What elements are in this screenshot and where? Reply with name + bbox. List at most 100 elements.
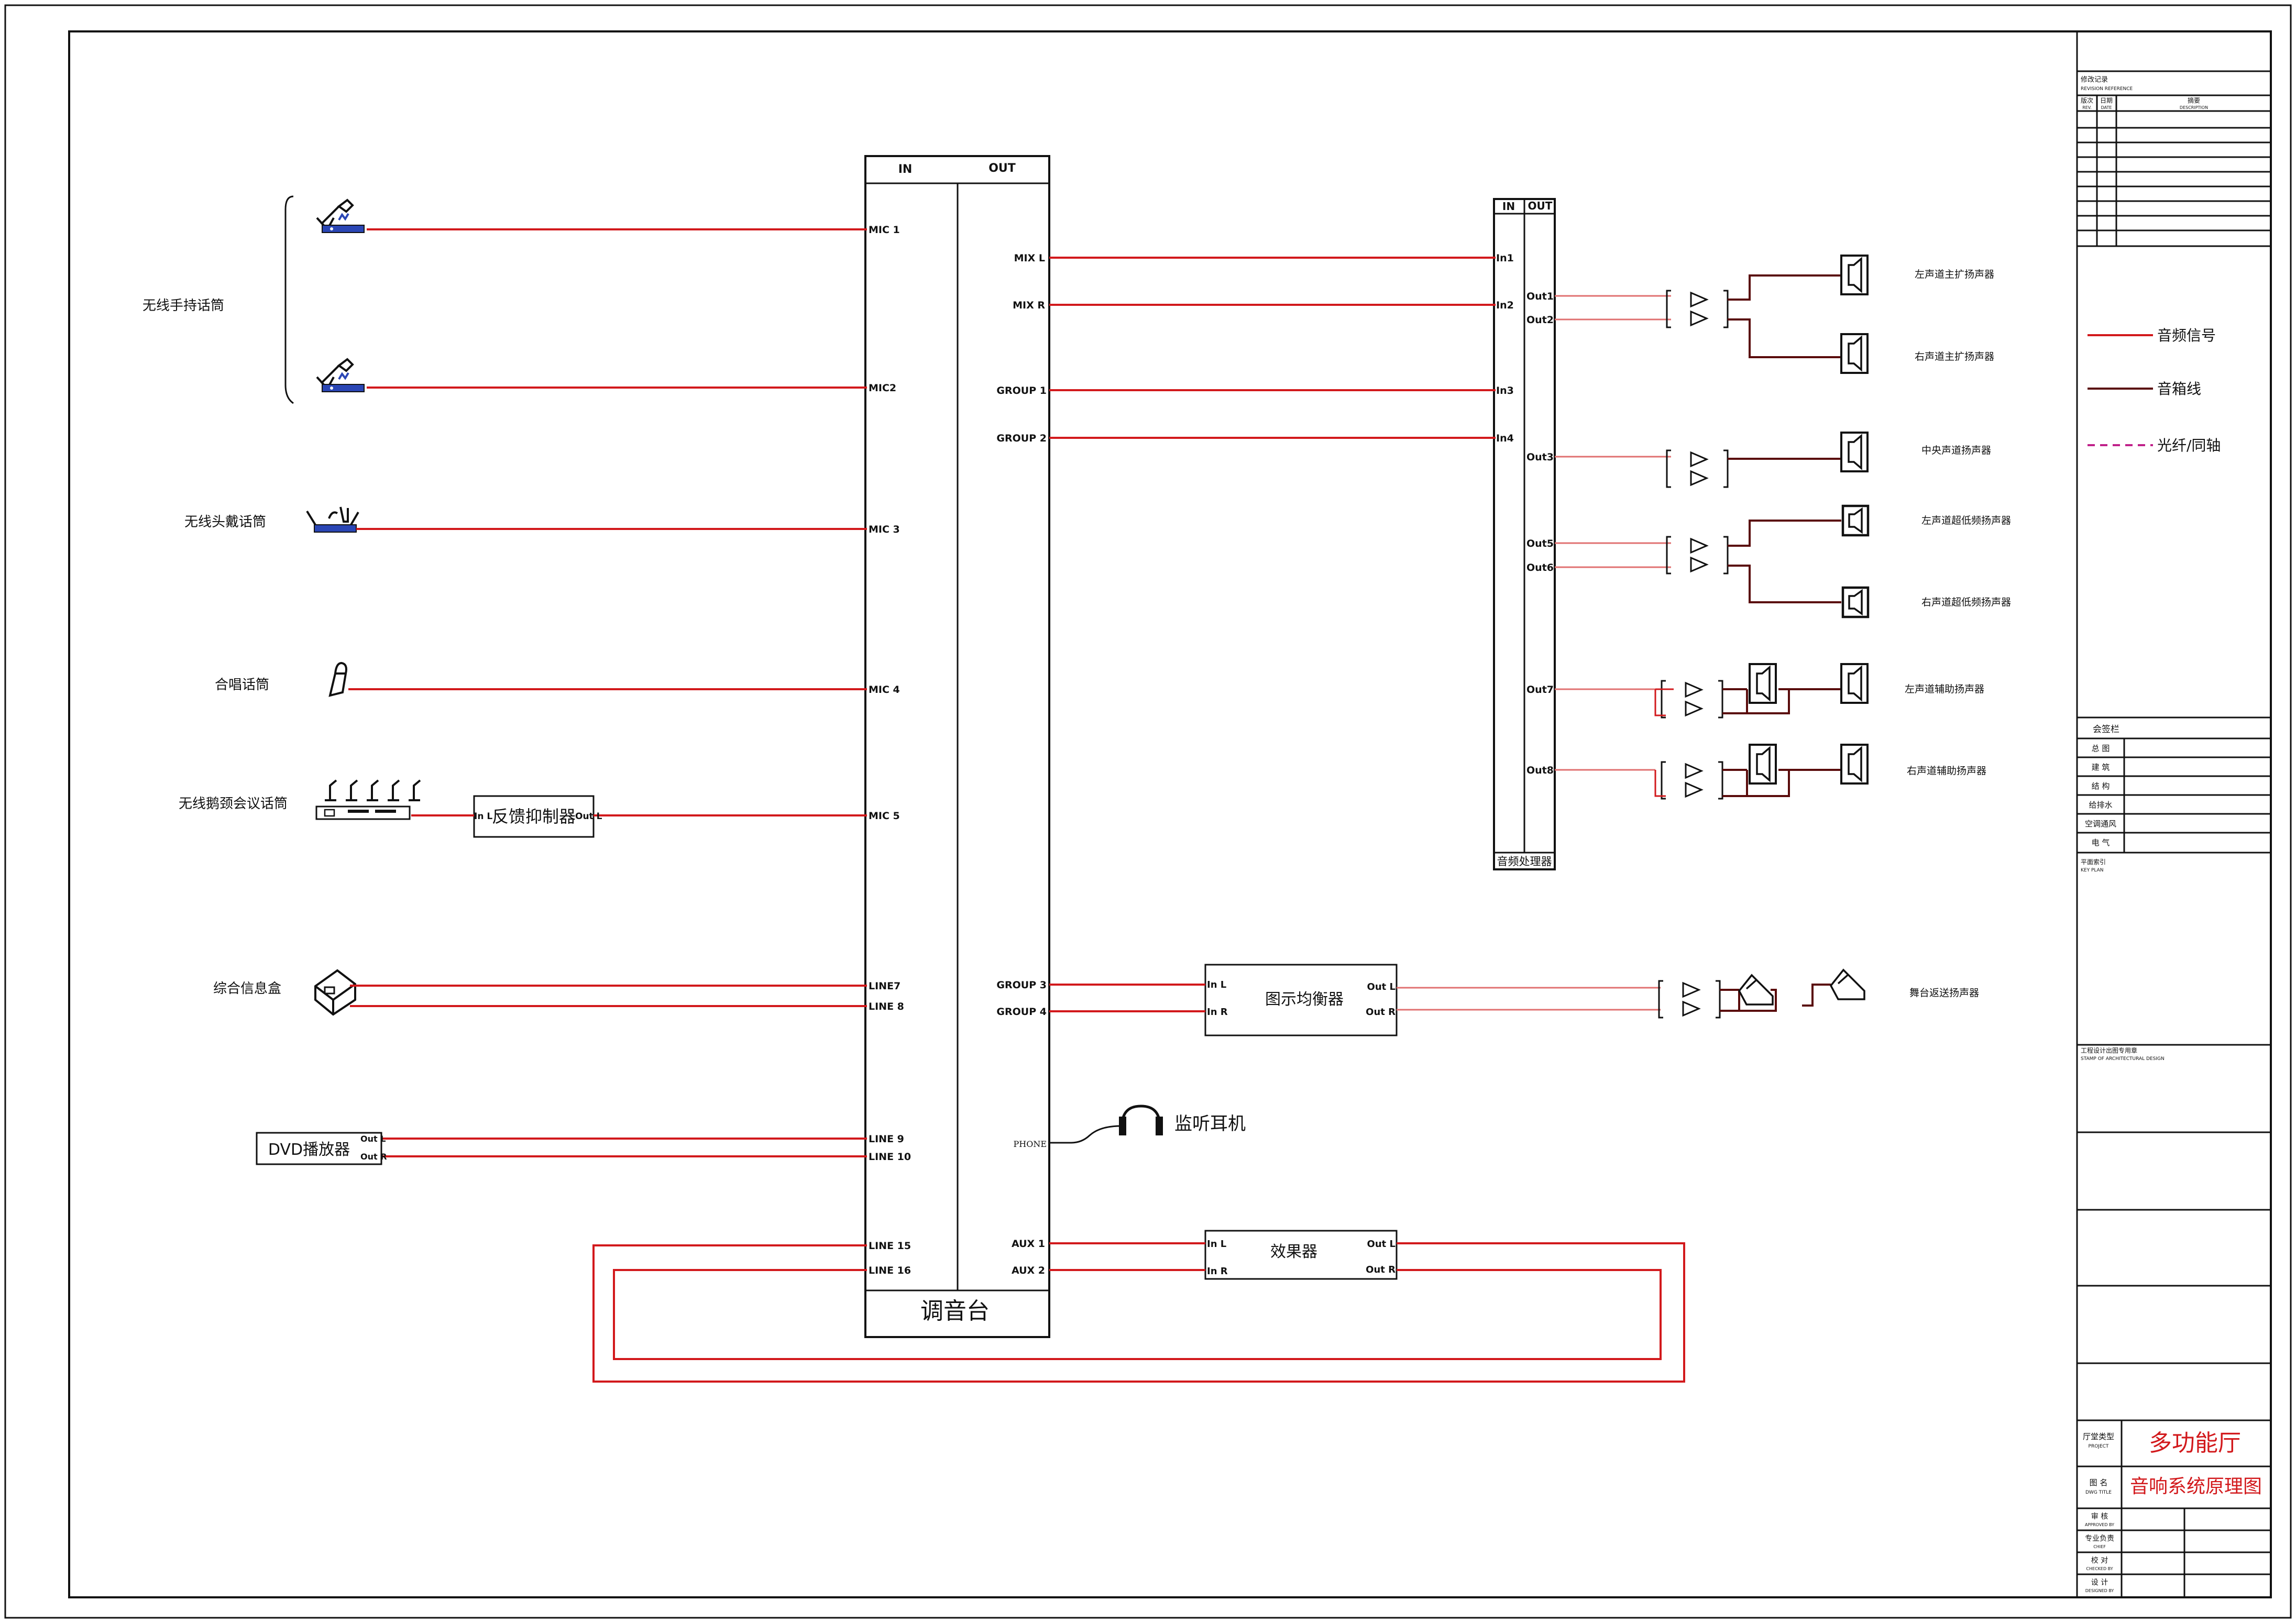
stamp-label-en: STAMP OF ARCHITECTURAL DESIGN bbox=[2081, 1056, 2165, 1062]
fx-label: 效果器 bbox=[1270, 1243, 1317, 1261]
mixer-in-line8: LINE 8 bbox=[869, 1001, 904, 1012]
legend-speaker-label: 音箱线 bbox=[2157, 380, 2201, 398]
sign-row-struct: 结 构 bbox=[2092, 781, 2110, 791]
speaker-left-aux-a-icon bbox=[1749, 663, 1777, 704]
headphone-label: 监听耳机 bbox=[1174, 1113, 1246, 1134]
feedback-suppressor-label: 反馈抑制器 bbox=[492, 807, 576, 826]
revision-title-en: REVISION REFERENCE bbox=[2081, 86, 2133, 92]
legend-signal-label: 音频信号 bbox=[2157, 327, 2216, 344]
drawing-title: 音响系统原理图 bbox=[2130, 1476, 2262, 1497]
rev-col-date: 日期 bbox=[2100, 97, 2113, 104]
conference-system-icon bbox=[315, 779, 421, 820]
processor-in4: In4 bbox=[1496, 433, 1514, 444]
mixer-in-line9: LINE 9 bbox=[869, 1133, 904, 1145]
speaker-center-label: 中央声道扬声器 bbox=[1921, 445, 1991, 456]
stamp-label: 工程设计出图专用章 bbox=[2081, 1046, 2137, 1054]
fx-outr: Out R bbox=[1366, 1264, 1396, 1275]
source-handheld-label: 无线手持话筒 bbox=[142, 298, 224, 314]
approval-chief-en: CHIEF bbox=[2093, 1544, 2106, 1549]
approval-designed: 设 计 bbox=[2091, 1578, 2108, 1587]
sign-row-arch: 建 筑 bbox=[2092, 763, 2110, 772]
key-plan-label: 平面索引 bbox=[2081, 858, 2106, 866]
source-headset-label: 无线头戴话筒 bbox=[184, 514, 266, 530]
mixer-out-phone: PHONE bbox=[1013, 1139, 1047, 1149]
project-label: 厅堂类型 bbox=[2083, 1432, 2114, 1441]
approval-approved: 审 核 bbox=[2091, 1512, 2108, 1521]
mixer-in-mic1: MIC 1 bbox=[869, 224, 900, 236]
processor-block bbox=[1493, 198, 1556, 870]
speaker-left-aux-b-icon bbox=[1840, 663, 1869, 704]
mixer-in-header: IN bbox=[898, 163, 913, 176]
eq-inl: In L bbox=[1207, 979, 1226, 990]
rev-col-desc: 摘要 bbox=[2188, 96, 2200, 104]
fx-outl: Out L bbox=[1367, 1239, 1396, 1250]
mixer-out-mixr: MIX R bbox=[1013, 300, 1045, 311]
input-signal-lines bbox=[348, 228, 867, 1157]
approval-approved-en: APPROVED BY bbox=[2085, 1522, 2114, 1527]
effects-box bbox=[1204, 1230, 1398, 1280]
processor-out-header: OUT bbox=[1528, 200, 1553, 212]
rev-col-rev-en: REV. bbox=[2082, 105, 2092, 110]
processor-output-lines bbox=[1397, 295, 1671, 1011]
mixer-in-mic2: MIC2 bbox=[869, 382, 896, 394]
sign-row-hvac: 空调通风 bbox=[2085, 819, 2116, 829]
mixer-in-line7: LINE7 bbox=[869, 980, 900, 992]
amplifier-4-icon bbox=[1661, 680, 1723, 719]
approval-checked: 校 对 bbox=[2091, 1556, 2108, 1565]
amplifier-6-icon bbox=[1658, 980, 1721, 1019]
approval-checked-en: CHECKED BY bbox=[2086, 1566, 2113, 1571]
choir-mic-icon bbox=[328, 661, 347, 697]
rev-col-desc-en: DESCRIPTION bbox=[2180, 105, 2208, 110]
source-gooseneck-label: 无线鹅颈会议话筒 bbox=[179, 796, 288, 812]
processor-out8: Out8 bbox=[1526, 765, 1554, 776]
effects-return-loop bbox=[592, 1242, 1685, 1383]
processor-out3: Out3 bbox=[1526, 451, 1554, 463]
sign-row-general: 总 图 bbox=[2092, 744, 2110, 753]
processor-in1: In1 bbox=[1496, 252, 1514, 264]
mixer-name: 调音台 bbox=[920, 1298, 990, 1324]
dvd-outr-label: Out R bbox=[360, 1152, 387, 1162]
title-block bbox=[2076, 31, 2271, 1597]
amplifier-1-icon bbox=[1666, 290, 1729, 328]
eq-outr: Out R bbox=[1366, 1007, 1396, 1018]
title-label-en: DWG TITLE bbox=[2085, 1490, 2112, 1495]
legend bbox=[2088, 334, 2153, 446]
fx-inr: In R bbox=[1207, 1266, 1228, 1277]
sign-row-plumb: 给排水 bbox=[2089, 800, 2112, 810]
sign-title: 会签栏 bbox=[2093, 724, 2119, 735]
info-box-icon bbox=[314, 969, 356, 1016]
project-name: 多功能厅 bbox=[2149, 1430, 2241, 1456]
processor-in2: In2 bbox=[1496, 300, 1514, 311]
speaker-right-aux-b-icon bbox=[1840, 744, 1869, 785]
amplifier-5-icon bbox=[1661, 761, 1723, 800]
key-plan-label-en: KEY PLAN bbox=[2081, 868, 2103, 873]
approval-chief: 专业负责 bbox=[2085, 1534, 2114, 1543]
eq-label: 图示均衡器 bbox=[1265, 990, 1344, 1009]
dvd-label: DVD播放器 bbox=[268, 1141, 350, 1159]
mixer-in-mic5: MIC 5 bbox=[869, 810, 900, 822]
headset-mic-receiver-icon bbox=[306, 506, 359, 533]
speaker-wires bbox=[1720, 274, 1841, 1012]
mixer-out-group2: GROUP 2 bbox=[996, 433, 1047, 444]
mixer-in-line16: LINE 16 bbox=[869, 1265, 911, 1276]
mixer-out-mixl: MIX L bbox=[1014, 252, 1045, 264]
mixer-in-mic4: MIC 4 bbox=[869, 684, 900, 695]
title-label: 图 名 bbox=[2090, 1478, 2108, 1487]
rev-col-date-en: DATE bbox=[2101, 105, 2112, 110]
approval-designed-en: DESIGNED BY bbox=[2085, 1588, 2114, 1593]
outer-frame bbox=[4, 4, 2292, 1619]
stage-monitor-a-icon bbox=[1738, 974, 1774, 1006]
mixer-output-lines bbox=[1049, 257, 1496, 1271]
rev-col-rev: 版次 bbox=[2081, 97, 2093, 104]
fx-inl: In L bbox=[1207, 1239, 1226, 1250]
eq-inr: In R bbox=[1207, 1007, 1228, 1018]
subwoofer-left-icon bbox=[1843, 506, 1868, 535]
speaker-left-main-label: 左声道主扩扬声器 bbox=[1915, 269, 1994, 280]
mixer-out-group4: GROUP 4 bbox=[996, 1006, 1047, 1018]
project-label-en: PROJECT bbox=[2089, 1444, 2109, 1449]
amplifier-2-icon bbox=[1666, 449, 1729, 488]
legend-fiber-label: 光纤/同轴 bbox=[2157, 437, 2221, 454]
revision-title: 修改记录 bbox=[2081, 76, 2108, 84]
speaker-center-icon bbox=[1840, 432, 1869, 472]
subwoofer-right-label: 右声道超低频扬声器 bbox=[1921, 597, 2011, 608]
